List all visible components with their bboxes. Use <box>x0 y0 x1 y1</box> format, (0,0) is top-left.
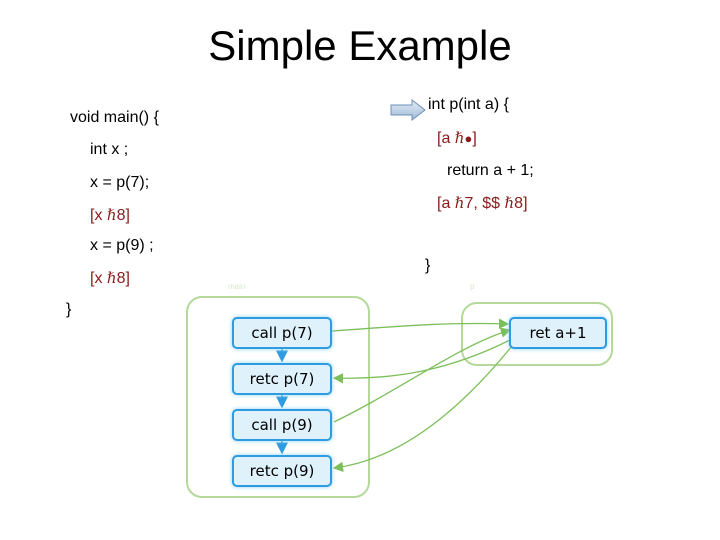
bullet-icon: ● <box>464 131 473 146</box>
hbar-glyph-icon: ℏ <box>454 194 465 212</box>
right-arrow-icon <box>390 99 426 121</box>
p-return: return a + 1; <box>447 162 534 179</box>
p-return-node: ret a+1 <box>509 317 607 349</box>
fact-var: [x <box>90 207 107 224</box>
slide-title: Simple Example <box>208 22 512 69</box>
fact-val: 8] <box>116 270 130 287</box>
p-fact-exit: [a ℏ7, $$ ℏ8] <box>437 195 528 212</box>
main-call-1: x = p(7); <box>90 174 150 191</box>
fact-val: 8] <box>116 207 130 224</box>
edge-p-to-retc2 <box>332 345 513 473</box>
call-node: call p(9) <box>232 409 332 441</box>
main-close-brace: } <box>66 301 72 318</box>
p-procedure-panel <box>461 302 613 366</box>
call-node: call p(7) <box>232 317 332 349</box>
hbar-glyph-icon: ℏ <box>106 269 117 287</box>
edge-p-to-retc1 <box>332 339 511 384</box>
fact-end: ] <box>472 130 477 147</box>
p-fact-entry: [a ℏ●] <box>437 130 477 147</box>
main-fact-2: [x ℏ8] <box>90 270 130 287</box>
fact-var: [a <box>437 195 455 212</box>
hbar-glyph-icon: ℏ <box>504 194 515 212</box>
main-panel-label: main <box>228 282 246 291</box>
main-header: void main() { <box>70 109 159 126</box>
main-call-2: x = p(9) ; <box>90 237 154 254</box>
fact-val: 7, $$ <box>464 195 505 212</box>
return-site-node: retc p(7) <box>232 363 332 395</box>
p-panel-label: p <box>470 282 475 291</box>
p-header: int p(int a) { <box>428 96 509 113</box>
return-site-node: retc p(9) <box>232 455 332 487</box>
edge-call1-to-p <box>331 318 510 332</box>
fact-val: 8] <box>514 195 528 212</box>
main-decl: int x ; <box>90 141 129 158</box>
hbar-glyph-icon: ℏ <box>454 129 465 147</box>
main-procedure-panel <box>186 296 370 498</box>
p-close-brace: } <box>425 257 431 274</box>
fact-var: [x <box>90 270 107 287</box>
edge-call2-to-p <box>333 327 512 423</box>
fact-var: [a <box>437 130 455 147</box>
main-fact-1: [x ℏ8] <box>90 207 130 224</box>
hbar-glyph-icon: ℏ <box>106 206 117 224</box>
